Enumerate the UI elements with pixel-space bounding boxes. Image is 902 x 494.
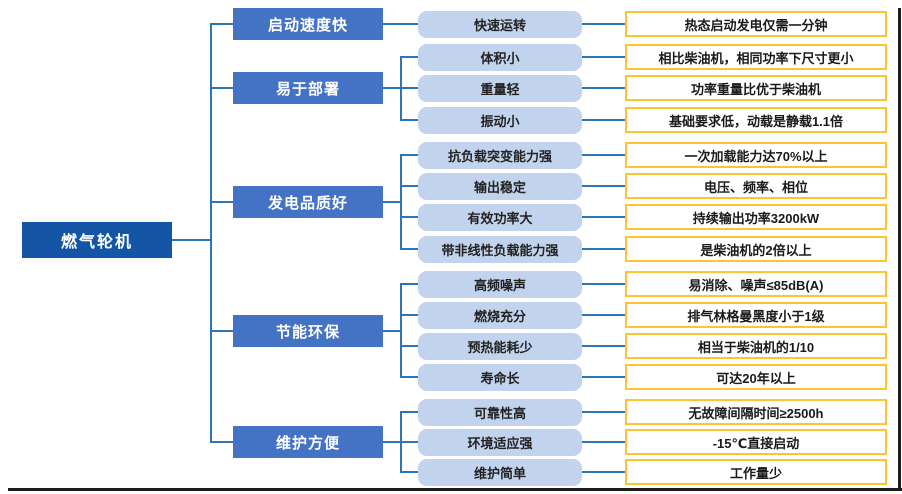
detail-node: 是柴油机的2倍以上 bbox=[625, 236, 887, 262]
detail-node: 电压、频率、相位 bbox=[625, 173, 887, 199]
branch-node-easy-maintain: 维护方便 bbox=[233, 426, 383, 458]
detail-node: 功率重量比优于柴油机 bbox=[625, 75, 887, 101]
feature-node: 环境适应强 bbox=[418, 428, 582, 456]
feature-node: 有效功率大 bbox=[418, 203, 582, 231]
root-node-gas-turbine: 燃气轮机 bbox=[22, 222, 172, 258]
branch-node-eco-friendly: 节能环保 bbox=[233, 315, 383, 347]
detail-node: 无故障间隔时间≥2500h bbox=[625, 399, 887, 425]
slide-shadow-right bbox=[898, 8, 901, 491]
feature-node: 预热能耗少 bbox=[418, 332, 582, 360]
detail-node: 持续输出功率3200kW bbox=[625, 204, 887, 230]
feature-node: 振动小 bbox=[418, 106, 582, 134]
detail-node: 可达20年以上 bbox=[625, 364, 887, 390]
feature-node: 快速运转 bbox=[418, 10, 582, 38]
detail-node: 排气林格曼黑度小于1级 bbox=[625, 302, 887, 328]
detail-node: 工作量少 bbox=[625, 459, 887, 485]
feature-node: 体积小 bbox=[418, 43, 582, 71]
detail-node: 热态启动发电仅需一分钟 bbox=[625, 11, 887, 37]
feature-node: 燃烧充分 bbox=[418, 301, 582, 329]
detail-node: 基础要求低，动载是静载1.1倍 bbox=[625, 107, 887, 133]
feature-node: 维护简单 bbox=[418, 458, 582, 486]
branch-node-power-quality: 发电品质好 bbox=[233, 186, 383, 218]
branch-node-startup-speed: 启动速度快 bbox=[233, 8, 383, 40]
branch-node-easy-deploy: 易于部署 bbox=[233, 72, 383, 104]
detail-node: -15℃直接启动 bbox=[625, 429, 887, 455]
feature-node: 可靠性高 bbox=[418, 398, 582, 426]
feature-node: 高频噪声 bbox=[418, 270, 582, 298]
detail-node: 易消除、噪声≤85dB(A) bbox=[625, 271, 887, 297]
feature-node: 抗负载突变能力强 bbox=[418, 141, 582, 169]
feature-node: 寿命长 bbox=[418, 363, 582, 391]
detail-node: 一次加载能力达70%以上 bbox=[625, 142, 887, 168]
detail-node: 相比柴油机，相同功率下尺寸更小 bbox=[625, 44, 887, 70]
feature-node: 输出稳定 bbox=[418, 172, 582, 200]
feature-node: 带非线性负载能力强 bbox=[418, 235, 582, 263]
feature-node: 重量轻 bbox=[418, 74, 582, 102]
slide-shadow-bottom bbox=[8, 488, 902, 491]
detail-node: 相当于柴油机的1/10 bbox=[625, 333, 887, 359]
